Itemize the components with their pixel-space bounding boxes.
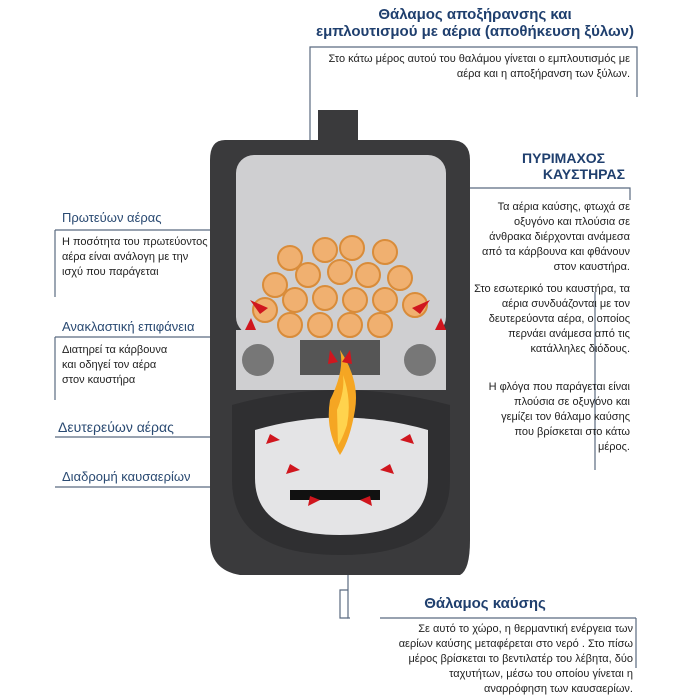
burner-title: ΠΥΡΙΜΑΧΟΣ ΚΑΥΣΤΗΡΑΣ — [480, 150, 625, 182]
leader-lines — [54, 46, 638, 668]
drying-chamber-title: Θάλαμος αποξήρανσης και εμπλουτισμού με … — [300, 6, 650, 40]
primary-air-text: Η ποσότητα του πρωτεύοντος αέρα είναι αν… — [62, 236, 208, 278]
primary-air-label: Πρωτεύων αέρας — [62, 210, 162, 225]
burner-text-3: Η φλόγα που παράγεται είναι πλούσια σε ο… — [488, 381, 630, 453]
boiler-body — [210, 110, 470, 575]
combustion-chamber-text: Σε αυτό το χώρο, η θερμαντική ενέργεια τ… — [398, 623, 633, 695]
title-line: ΠΥΡΙΜΑΧΟΣ — [522, 150, 606, 166]
title-line: εμπλουτισμού με αέρια (αποθήκευση ξύλων) — [315, 23, 635, 40]
secondary-air-label: Δευτερεύων αέρας — [58, 419, 174, 435]
reflective-surface-text: Διατηρεί τα κάρβουνα και οδηγεί τον αέρα… — [62, 344, 168, 386]
burner-text-2: Στο εσωτερικό του καυστήρα, τα αέρια συν… — [474, 283, 630, 355]
drying-chamber-text: Στο κάτω μέρος αυτού του θαλάμου γίνεται… — [328, 53, 630, 80]
air-flow-arrows — [245, 300, 446, 506]
burner-text-1: Τα αέρια καύσης, φτωχά σε οξυγόνο και πλ… — [481, 201, 630, 273]
reflective-surface-label: Ανακλαστική επιφάνεια — [62, 319, 195, 334]
title-line: ΚΑΥΣΤΗΡΑΣ — [542, 166, 625, 182]
flame — [328, 350, 356, 455]
combustion-chamber-title: Θάλαμος καύσης — [424, 595, 546, 612]
title-line: Θάλαμος αποξήρανσης και — [378, 6, 572, 23]
flue-path-label: Διαδρομή καυσαερίων — [62, 469, 191, 484]
